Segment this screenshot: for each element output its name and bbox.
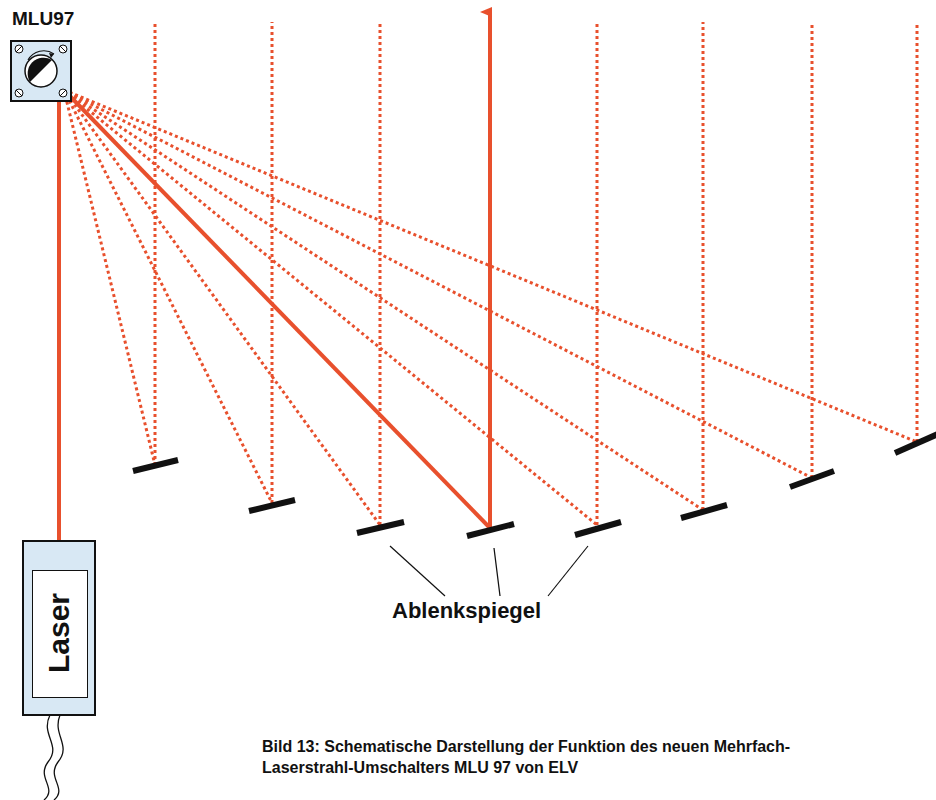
laser-beam [57,102,61,540]
device-housing [10,40,72,102]
active-beam [64,12,490,528]
device-heading: MLU97 [12,8,84,30]
laser-label: Laser [42,593,76,673]
laser-cable [44,715,63,800]
figure-caption: Bild 13: Schematische Darstellung der Fu… [262,736,862,778]
deflection-mirrors [133,434,936,536]
switch-device: MLU97 [8,8,84,104]
leader-lines [390,546,588,596]
laser-unit: Laser [22,540,96,716]
part-label: Ablenkspiegel [392,598,541,624]
